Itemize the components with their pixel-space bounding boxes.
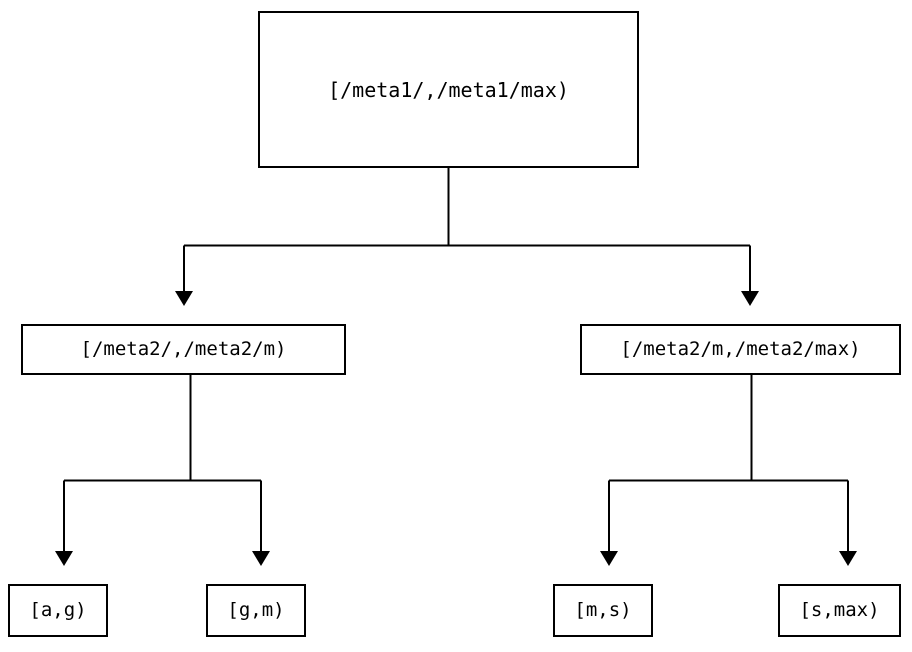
arrowhead-root-to-mid-right — [741, 291, 759, 306]
arrowhead-midright-to-leaf4 — [839, 551, 857, 566]
node-leaf-a-g[interactable]: [a,g) — [8, 584, 108, 637]
node-leaf-m-s[interactable]: [m,s) — [553, 584, 653, 637]
node-mid-left-label: [/meta2/,/meta2/m) — [80, 338, 287, 360]
node-leaf-m-s-label: [m,s) — [574, 599, 632, 621]
node-mid-right-label: [/meta2/m,/meta2/max) — [620, 338, 861, 360]
node-root-label: [/meta1/,/meta1/max) — [328, 77, 569, 102]
node-mid-left[interactable]: [/meta2/,/meta2/m) — [21, 324, 346, 375]
node-leaf-s-max-label: [s,max) — [799, 599, 880, 621]
arrowhead-root-to-mid-left — [175, 291, 193, 306]
node-leaf-a-g-label: [a,g) — [29, 599, 87, 621]
node-leaf-g-m[interactable]: [g,m) — [206, 584, 306, 637]
arrowhead-midleft-to-leaf1 — [55, 551, 73, 566]
node-root[interactable]: [/meta1/,/meta1/max) — [258, 11, 639, 168]
node-mid-right[interactable]: [/meta2/m,/meta2/max) — [580, 324, 901, 375]
arrowhead-midleft-to-leaf2 — [252, 551, 270, 566]
node-leaf-s-max[interactable]: [s,max) — [778, 584, 901, 637]
node-leaf-g-m-label: [g,m) — [227, 599, 285, 621]
arrowhead-midright-to-leaf3 — [600, 551, 618, 566]
